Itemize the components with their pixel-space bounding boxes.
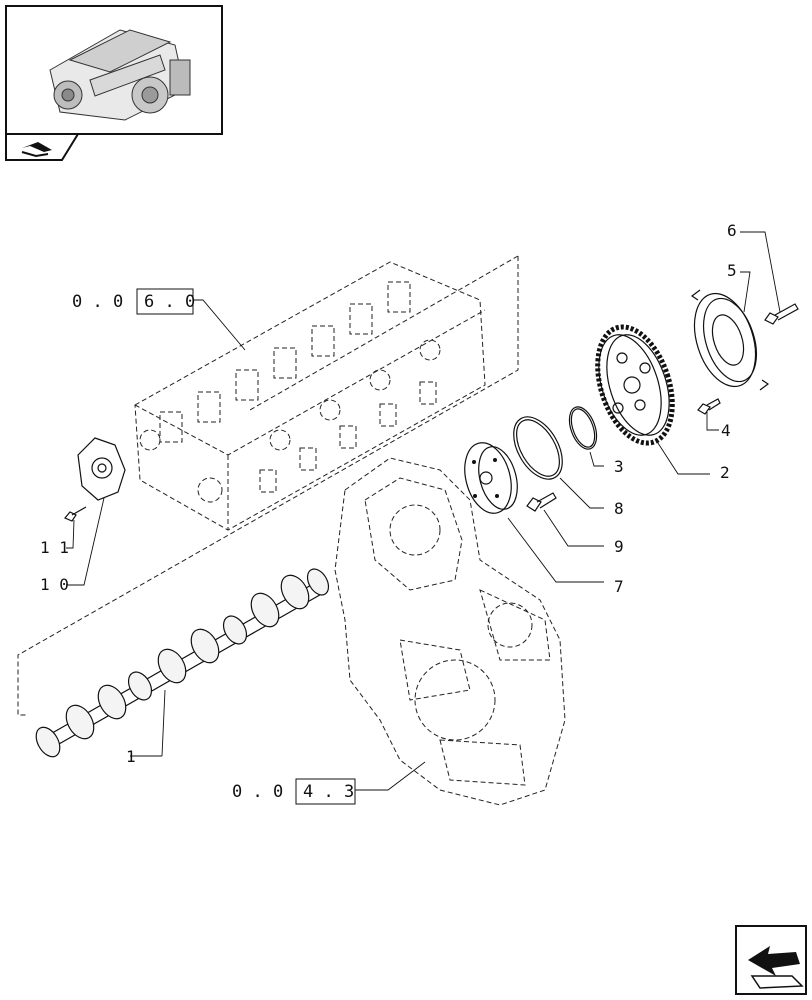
next-page-arrow-icon[interactable] <box>735 925 807 995</box>
part-cam-gear <box>595 324 675 446</box>
timing-cover <box>334 457 566 806</box>
part-o-ring-large <box>513 416 563 480</box>
callout-7: 7 <box>614 577 624 596</box>
cylinder-head <box>134 261 486 531</box>
part-damper-plate <box>690 289 770 391</box>
part-flange-plate <box>77 437 126 501</box>
part-screw-small <box>64 506 87 522</box>
arrow-tab-icon[interactable] <box>5 133 80 161</box>
ref-cylinder-head-prefix: 0 . 0 <box>72 292 123 312</box>
callout-5: 5 <box>727 261 737 280</box>
part-o-ring-small <box>568 406 598 450</box>
callout-2: 2 <box>720 463 730 482</box>
ref-timing-cover-box: 4 . 3 <box>303 782 354 802</box>
callout-8: 8 <box>614 499 624 518</box>
callouts: 1 2 3 4 5 6 7 8 9 1 0 1 1 <box>40 221 737 766</box>
callout-11: 1 1 <box>40 538 69 557</box>
part-camshaft <box>35 568 330 758</box>
callout-1: 1 <box>126 747 136 766</box>
engine-thumbnail-icon <box>5 5 223 135</box>
callout-9: 9 <box>614 537 624 556</box>
ref-timing-cover: 0 . 0 4 . 3 <box>232 778 356 805</box>
callout-3: 3 <box>614 457 624 476</box>
callout-6: 6 <box>727 221 737 240</box>
assembly-frame <box>17 255 519 716</box>
ref-timing-cover-prefix: 0 . 0 <box>232 782 283 802</box>
part-hub <box>464 442 518 514</box>
ref-cylinder-head-box: 6 . 0 <box>144 292 195 312</box>
part-bolt <box>526 492 557 512</box>
callout-10: 1 0 <box>40 575 69 594</box>
part-damper-bolt <box>764 303 799 325</box>
part-gear-bolt <box>697 398 721 415</box>
callout-4: 4 <box>721 421 731 440</box>
leader-lines <box>66 231 781 791</box>
ref-cylinder-head: 0 . 0 6 . 0 <box>72 288 195 315</box>
